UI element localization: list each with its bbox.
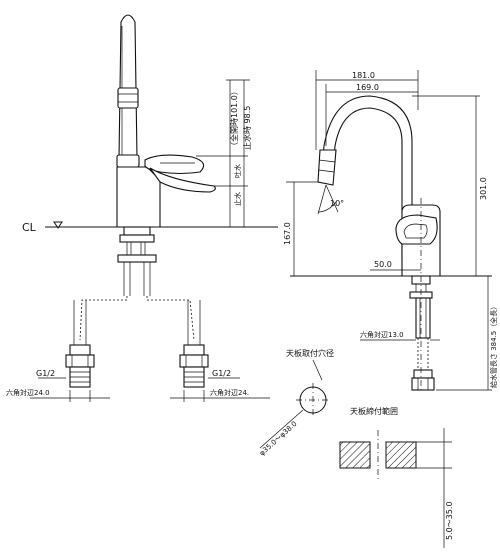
hole-detail: 天板取付穴径 φ35.0～φ38.0 [258,348,334,457]
width-outer-label: 181.0 [352,71,375,80]
angle-arc [317,201,337,213]
stop-label: 止水 [233,192,242,206]
hose-length-label: 給水管長さ 384.5（全長） [489,303,498,388]
side-spout-tip [317,149,337,186]
height-total-label: 301.0 [479,177,488,200]
side-shank [409,275,435,391]
front-shank [117,226,157,296]
hole-diameter-label: φ35.0～φ38.0 [258,420,299,458]
thread-left-label: G1/2 [36,369,55,378]
counter-section-right [385,441,417,469]
side-lever [395,214,438,245]
mount-range-label: 5.0～35.0 [445,501,454,540]
side-view: 181.0 169.0 301.0 167.0 10° 50.0 六角対辺13.… [283,70,498,392]
front-hoses [73,296,201,345]
cl-label: CL [22,221,37,234]
front-view: CL （全開時101.0） 止水時 98.5 吐水 止水 [6,14,278,402]
thread-right-label: G1/2 [212,369,231,378]
angle-label: 10° [330,199,344,208]
water-label: 吐水 [233,164,242,178]
mount-detail-title: 天板締付範囲 [350,406,398,416]
hole-detail-title: 天板取付穴径 [286,348,334,358]
hex-nut-label: 六角対辺13.0 [360,330,404,339]
mount-detail: 天板締付範囲 5.0～35.0 [339,406,454,548]
base-offset-label: 50.0 [374,260,392,269]
left-fitting [65,344,95,388]
front-spout [116,14,140,168]
front-body [116,154,216,228]
full-height-label: （全開時101.0） [229,87,239,150]
width-inner-label: 169.0 [356,83,379,92]
counter-section-left [339,441,371,469]
hex-left-label: 六角対辺24.0 [6,388,50,397]
right-fitting [179,344,209,388]
stop-height-label: 止水時 98.5 [242,106,252,150]
cl-marker-icon [53,221,63,229]
hex-right-label: 六角対辺24. [210,388,249,397]
height-spout-label: 167.0 [283,222,292,245]
